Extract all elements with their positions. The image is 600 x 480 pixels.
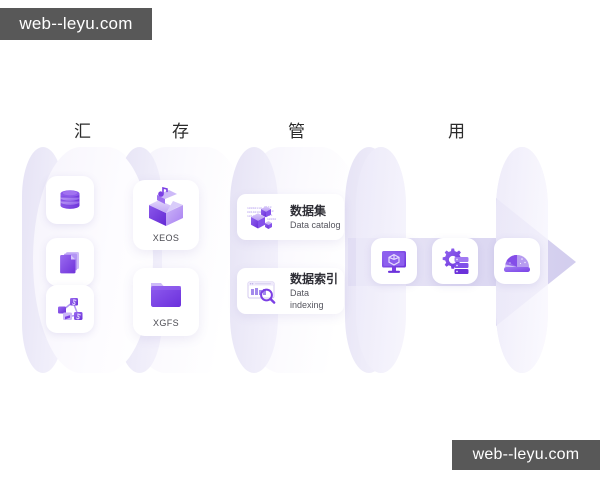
manage-card-data-indexing-title: 数据索引 [290,271,339,286]
store-tile-xeos[interactable]: XEOS [133,180,199,250]
analytics-dome-icon [501,246,533,276]
file-folder-icon [143,276,189,314]
manage-card-data-indexing-subtitle: Data indexing [290,287,324,310]
stage-heading-use: 用 [448,122,465,141]
manage-card-data-catalog[interactable]: 10010110 00110100 101101 0110 1010 0011 … [237,194,344,240]
manage-card-data-catalog-title: 数据集 [290,203,327,218]
store-tile-xeos-label: XEOS [152,233,180,243]
stage-heading-collect: 汇 [74,122,91,141]
watermark-top: web--leyu.com [0,8,152,40]
svg-text:00110100: 00110100 [247,210,262,214]
store-tile-xgfs[interactable]: XGFS [133,268,199,336]
use-tile-gear-server[interactable] [432,238,478,284]
stage-heading-manage: 管 [288,122,305,141]
database-icon [55,185,85,215]
documents-icon [55,247,85,277]
svg-text:101101: 101101 [247,214,258,218]
watermark-bottom: web--leyu.com [452,440,600,470]
stage-heading-store: 存 [172,122,189,141]
use-tile-analytics[interactable] [494,238,540,284]
search-window-icon [246,275,280,307]
svg-text:0110: 0110 [264,205,272,209]
manage-card-data-catalog-subtitle: Data catalog [290,219,341,230]
collect-tile-documents[interactable] [46,238,94,286]
use-tile-monitor[interactable] [371,238,417,284]
manage-card-data-indexing[interactable]: 数据索引 Data indexing [237,268,344,314]
stage-divider-store-manage [230,147,278,373]
svg-text:10010110: 10010110 [247,206,262,210]
data-cubes-icon: 10010110 00110100 101101 0110 1010 0011 … [246,201,280,233]
store-tile-xgfs-label: XGFS [152,318,180,328]
collect-tile-media-network[interactable] [46,285,94,333]
svg-text:10010: 10010 [267,217,276,221]
object-storage-box-icon [143,187,189,229]
monitor-cube-icon [379,246,409,276]
media-network-icon [54,293,86,325]
collect-tile-database[interactable] [46,176,94,224]
gear-server-icon [439,246,471,276]
